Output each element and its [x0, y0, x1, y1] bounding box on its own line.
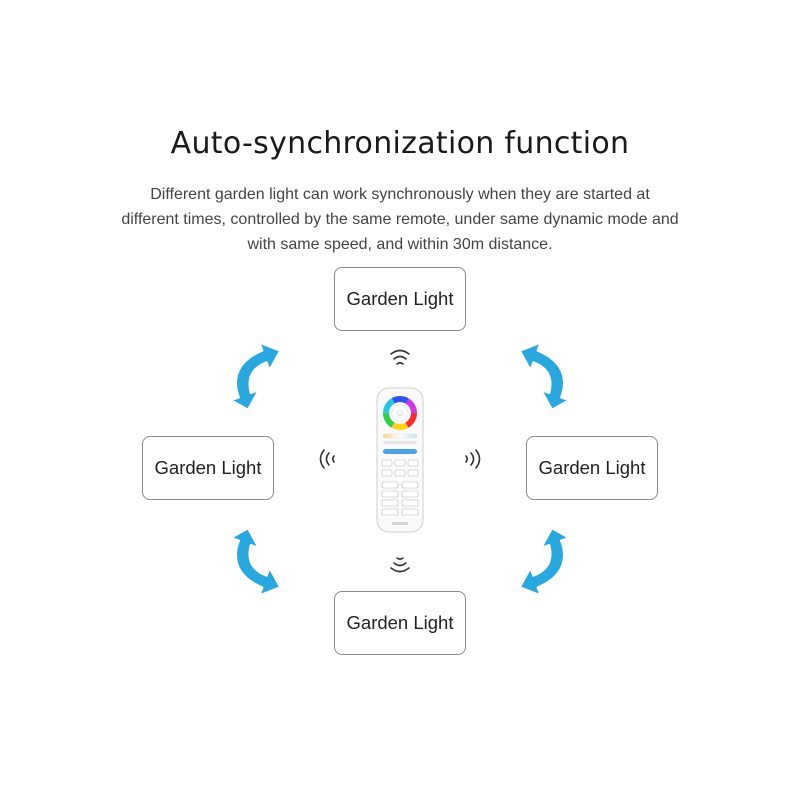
garden-light-box-left: Garden Light [142, 436, 274, 500]
garden-light-box-bottom: Garden Light [334, 591, 466, 655]
garden-light-label: Garden Light [154, 457, 262, 478]
signal-up-icon [390, 349, 410, 365]
description: Different garden light can work synchron… [121, 186, 679, 253]
garden-light-label: Garden Light [346, 612, 454, 633]
sync-arrow-top-right-icon [519, 342, 569, 408]
remote-control-icon [376, 387, 424, 533]
garden-light-box-right: Garden Light [526, 436, 658, 500]
sync-arrow-top-left-icon [231, 342, 281, 408]
garden-light-label: Garden Light [538, 457, 646, 478]
signal-left-icon [319, 449, 335, 469]
garden-light-label: Garden Light [346, 288, 454, 309]
garden-light-box-top: Garden Light [334, 267, 466, 331]
signal-down-icon [390, 557, 410, 573]
page-title: Auto-synchronization function [170, 126, 630, 161]
signal-right-icon [465, 449, 481, 469]
sync-arrow-bottom-right-icon [519, 530, 569, 596]
sync-arrow-bottom-left-icon [231, 530, 281, 596]
